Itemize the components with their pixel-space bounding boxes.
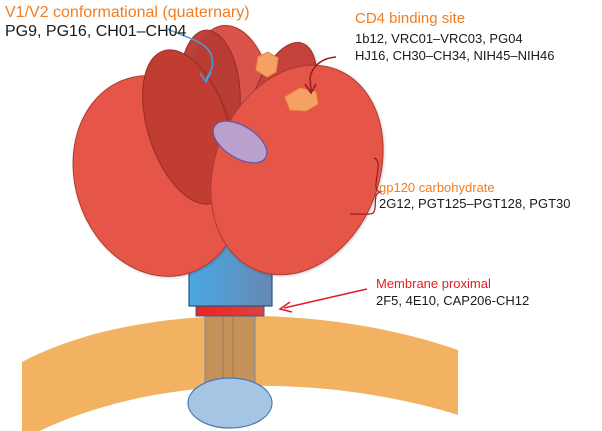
v1v2-loop: [212, 120, 268, 164]
carbohydrate-antibodies: 2G12, PGT125–PGT128, PGT30: [379, 196, 571, 211]
cd4-antibodies-line2: HJ16, CH30–CH34, NIH45–NIH46: [355, 48, 555, 63]
mper-arrow: [278, 288, 368, 313]
cytoplasmic-tail: [187, 377, 273, 429]
mper-label: Membrane proximal: [376, 276, 491, 291]
cd4-antibodies-line1: 1b12, VRC01–VRC03, PG04: [355, 31, 523, 46]
membrane-proximal-region: [195, 304, 265, 317]
cd4-arrow: [304, 56, 337, 95]
v1v2-antibodies: PG9, PG16, CH01–CH04: [5, 23, 187, 40]
cd4-binding-site: [284, 87, 319, 112]
cd4-binding-site-back: [255, 51, 279, 78]
cd4-label: CD4 binding site: [355, 10, 466, 27]
carbohydrate-label: gp120 carbohydrate: [379, 180, 495, 195]
v1v2-arrow: [167, 28, 214, 84]
mper-antibodies: 2F5, 4E10, CAP206-CH12: [376, 293, 530, 308]
carbohydrate-brace: [349, 157, 382, 215]
v1v2-label: V1/V2 conformational (quaternary): [5, 4, 250, 21]
